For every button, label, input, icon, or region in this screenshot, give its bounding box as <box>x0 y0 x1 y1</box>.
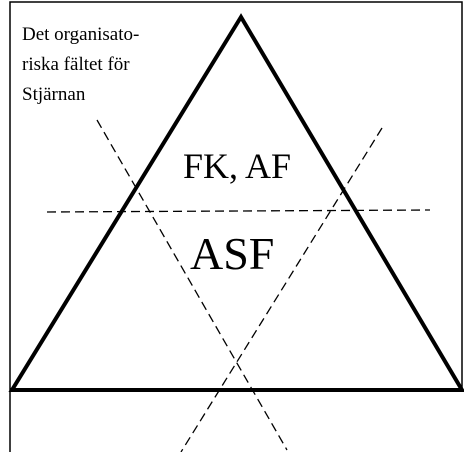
caption-line-2: riska fältet för <box>22 54 130 75</box>
main-triangle <box>8 13 464 392</box>
dashed-horizontal-line <box>46 209 431 213</box>
frame-border <box>9 1 463 452</box>
caption-line-1: Det organisato- <box>22 24 139 45</box>
dashed-diagonal-right <box>180 127 383 452</box>
caption-line-3: Stjärnan <box>22 84 86 105</box>
upper-zone-label: FK, AF <box>183 146 291 186</box>
lower-zone-label: ASF <box>190 228 274 279</box>
dashed-diagonal-left <box>96 119 288 451</box>
